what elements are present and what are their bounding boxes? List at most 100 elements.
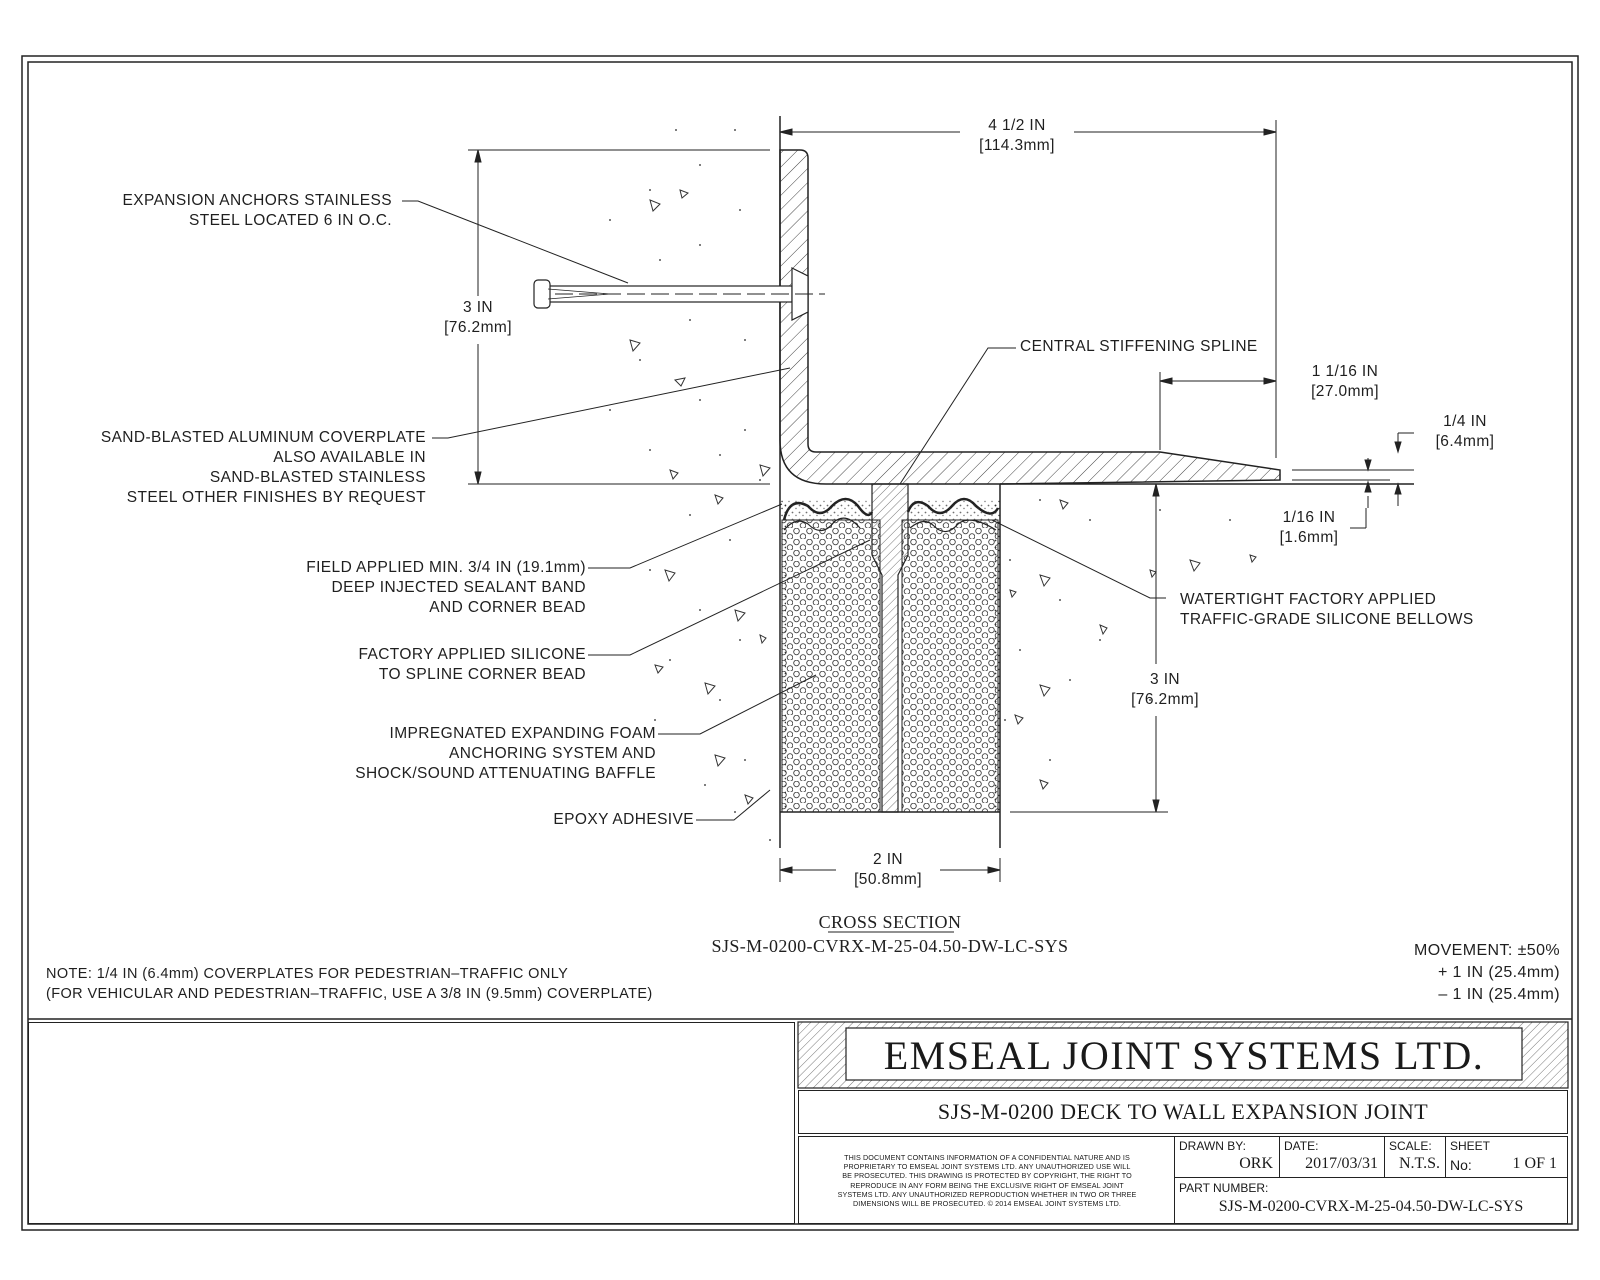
dim-value: 3 IN [462, 299, 494, 316]
foam-left [781, 519, 881, 813]
coverplate [779, 149, 1281, 485]
section-code: SJS-M-0200-CVRX-M-25-04.50-DW-LC-SYS [711, 936, 1069, 956]
callout-line: STEEL LOCATED 6 IN O.C. [189, 212, 392, 229]
dim-left-vertical [468, 149, 770, 485]
dim-left-vertical-label: 3 IN [76.2mm] [426, 298, 530, 338]
sheet-cell: SHEET No: 1 OF 1 [1445, 1136, 1568, 1178]
blank-revision-box [28, 1022, 795, 1224]
confidential-line: THIS DOCUMENT CONTAINS INFORMATION OF A … [844, 1153, 1130, 1162]
epoxy-right [994, 500, 1000, 812]
scale-value: N.T.S. [1398, 1155, 1440, 1172]
part-number-value: SJS-M-0200-CVRX-M-25-04.50-DW-LC-SYS [1218, 1198, 1524, 1215]
callout-line: FIELD APPLIED MIN. 3/4 IN (19.1mm) [306, 559, 586, 576]
date-label: DATE: [1284, 1139, 1319, 1153]
callout-coverplate: SAND-BLASTED ALUMINUM COVERPLATE ALSO AV… [101, 428, 426, 508]
expansion-anchor [533, 267, 825, 321]
inner-border [27, 61, 1573, 1225]
dim-plate-thickness [1292, 432, 1414, 529]
date-value: 2017/03/31 [1305, 1155, 1378, 1172]
callout-line: IMPREGNATED EXPANDING FOAM [389, 725, 656, 742]
sheet-no-label: No: [1450, 1157, 1472, 1173]
drawing-title: SJS-M-0200 DECK TO WALL EXPANSION JOINT [937, 1099, 1429, 1124]
callout-anchors: EXPANSION ANCHORS STAINLESS STEEL LOCATE… [123, 191, 393, 231]
callout-bellows: WATERTIGHT FACTORY APPLIED TRAFFIC-GRADE… [1180, 590, 1474, 630]
scale-label: SCALE: [1389, 1139, 1432, 1153]
section-title: CROSS SECTION [818, 912, 962, 932]
dim-value: 1 1/16 IN [1311, 363, 1379, 380]
dim-joint-depth [1010, 483, 1168, 813]
dim-metric: [76.2mm] [1131, 691, 1199, 708]
dim-value: 1/4 IN [1443, 413, 1487, 430]
dim-value: 4 1/2 IN [988, 117, 1046, 134]
part-number-cell: PART NUMBER: SJS-M-0200-CVRX-M-25-04.50-… [1174, 1177, 1568, 1224]
confidential-line: PROPRIETARY TO EMSEAL JOINT SYSTEMS LTD.… [843, 1162, 1131, 1172]
confidential-notice: THIS DOCUMENT CONTAINS INFORMATION OF A … [803, 1153, 1171, 1208]
epoxy-left [780, 500, 786, 812]
dim-value: 1/16 IN [1282, 509, 1336, 526]
leader-lines [402, 200, 1166, 821]
confidential-line: DIMENSIONS WILL BE PROSECUTED. © 2014 EM… [852, 1199, 1121, 1209]
drawn-by-label: DRAWN BY: [1179, 1139, 1246, 1153]
foam-right [901, 519, 999, 813]
dim-joint-width-label: 2 IN [50.8mm] [836, 850, 940, 890]
aggregate-triangles [629, 189, 1257, 806]
dim-metric: [1.6mm] [1279, 529, 1339, 546]
confidential-line: BE PROSECUTED. THIS DRAWING IS PROTECTED… [842, 1171, 1132, 1181]
drawn-by-cell: DRAWN BY: ORK [1174, 1136, 1280, 1178]
sheet-no-value: 1 OF 1 [1512, 1155, 1557, 1172]
scale-cell: SCALE: N.T.S. [1384, 1136, 1446, 1178]
movement-line: – 1 IN (25.4mm) [1438, 986, 1560, 1003]
company-name: EMSEAL JOINT SYSTEMS LTD. [883, 1033, 1485, 1078]
dim-overhang-label: 1 1/16 IN [27.0mm] [1290, 362, 1400, 402]
drawn-by-value: ORK [1239, 1155, 1273, 1172]
callout-line: TRAFFIC-GRADE SILICONE BELLOWS [1180, 611, 1474, 628]
dim-overhang [1159, 372, 1277, 450]
dim-joint-depth-label: 3 IN [76.2mm] [1120, 670, 1210, 710]
callout-line: SAND-BLASTED STAINLESS [209, 469, 426, 486]
note-line: (FOR VEHICULAR AND PEDESTRIAN–TRAFFIC, U… [46, 986, 653, 1002]
concrete-wall-speckle [609, 129, 1231, 841]
callout-line: AND CORNER BEAD [429, 599, 586, 616]
dim-value: 3 IN [1149, 671, 1181, 688]
callout-line: SHOCK/SOUND ATTENUATING BAFFLE [355, 765, 656, 782]
dim-metric: [6.4mm] [1435, 433, 1495, 450]
dim-metric: [50.8mm] [854, 871, 922, 888]
callout-line: FACTORY APPLIED SILICONE [358, 646, 586, 663]
confidential-line: REPRODUCE IN ANY FORM BEING THE EXCLUSIV… [850, 1180, 1124, 1190]
dim-value: 2 IN [872, 851, 904, 868]
dim-metric: [76.2mm] [444, 319, 512, 336]
notes-block: NOTE: 1/4 IN (6.4mm) COVERPLATES FOR PED… [46, 964, 653, 1004]
callout-line: WATERTIGHT FACTORY APPLIED [1180, 591, 1437, 608]
callout-line: EXPANSION ANCHORS STAINLESS [122, 192, 392, 209]
part-number-label: PART NUMBER: [1179, 1181, 1269, 1195]
outer-border [21, 55, 1579, 1231]
callout-spline: CENTRAL STIFFENING SPLINE [1020, 338, 1258, 355]
callout-line: ANCHORING SYSTEM AND [449, 745, 656, 762]
date-cell: DATE: 2017/03/31 [1279, 1136, 1385, 1178]
dim-edge-thickness-label: 1/16 IN [1.6mm] [1264, 508, 1354, 548]
sealant-band-left [782, 500, 872, 522]
callout-line: DEEP INJECTED SEALANT BAND [331, 579, 586, 596]
confidential-line: SYSTEMS LTD. ANY UNAUTHORIZED REPRODUCTI… [837, 1189, 1137, 1199]
movement-block: MOVEMENT: ±50% + 1 IN (25.4mm) – 1 IN (2… [1414, 940, 1560, 1006]
callout-line: TO SPLINE CORNER BEAD [378, 666, 586, 683]
dim-top-width [779, 120, 1277, 458]
callout-line: STEEL OTHER FINISHES BY REQUEST [126, 489, 426, 506]
callout-line: ALSO AVAILABLE IN [273, 449, 426, 466]
callout-line: SAND-BLASTED ALUMINUM COVERPLATE [100, 429, 426, 446]
dim-metric: [27.0mm] [1311, 383, 1379, 400]
movement-line: MOVEMENT: ±50% [1414, 942, 1560, 959]
movement-line: + 1 IN (25.4mm) [1437, 964, 1560, 981]
sheet-label: SHEET [1450, 1139, 1491, 1153]
sealant-band-right [908, 500, 998, 522]
note-line: NOTE: 1/4 IN (6.4mm) COVERPLATES FOR PED… [46, 966, 569, 982]
dim-metric: [114.3mm] [979, 137, 1055, 154]
callout-silicone: FACTORY APPLIED SILICONE TO SPLINE CORNE… [358, 645, 586, 685]
callout-epoxy: EPOXY ADHESIVE [553, 811, 694, 828]
drawing-title-box: SJS-M-0200 DECK TO WALL EXPANSION JOINT [798, 1090, 1568, 1134]
callout-foam: IMPREGNATED EXPANDING FOAM ANCHORING SYS… [355, 724, 656, 784]
dim-plate-thickness-label: 1/4 IN [6.4mm] [1420, 412, 1510, 452]
dim-top-width-label: 4 1/2 IN [114.3mm] [960, 116, 1074, 156]
callout-sealant: FIELD APPLIED MIN. 3/4 IN (19.1mm) DEEP … [306, 558, 586, 618]
